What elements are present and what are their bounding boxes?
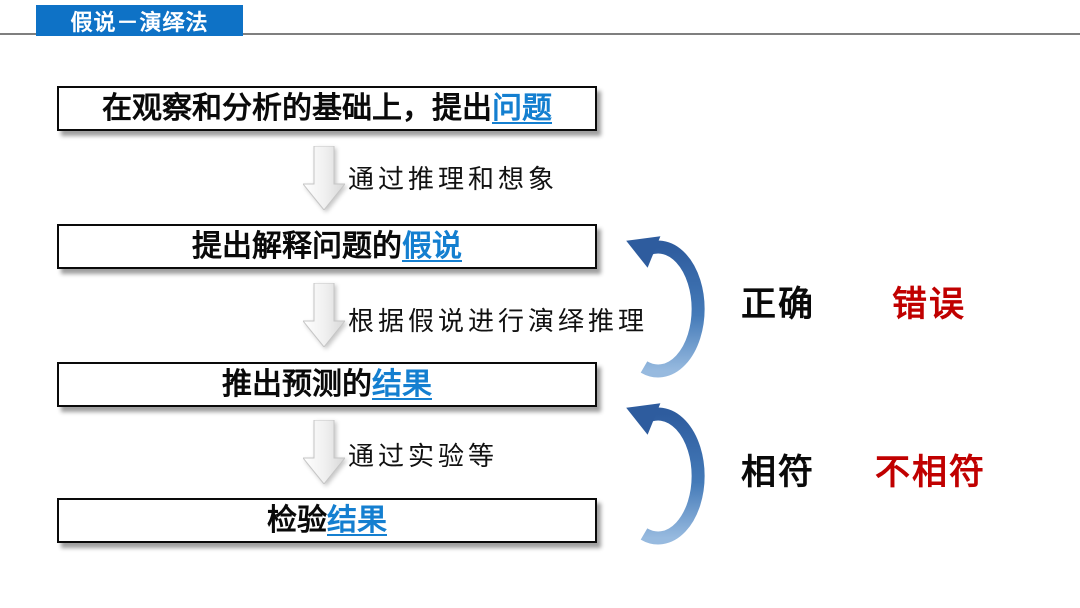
down-arrow-2-icon (303, 283, 345, 347)
outcome-match-label: 相符 (741, 453, 816, 492)
down-arrow-1-icon (303, 146, 345, 210)
outcome-wrong-label: 错误 (892, 285, 967, 324)
flow-box-verify: 检验结果 (57, 498, 597, 543)
flow-box-verify-text: 检验 (267, 503, 327, 537)
loop-arrow-1-icon (626, 236, 705, 378)
verify-link[interactable]: 结果 (327, 503, 387, 537)
prediction-link[interactable]: 结果 (372, 367, 432, 401)
hypothesis-link[interactable]: 假说 (402, 229, 462, 263)
loop-arrow-2-icon (626, 403, 705, 545)
step-note-experiment: 通过实验等 (348, 442, 499, 472)
step-note-deduction: 根据假说进行演绎推理 (348, 307, 649, 337)
page-title: 假说－演绎法 (70, 9, 209, 35)
down-arrow-3-icon (303, 420, 345, 484)
outcome-mismatch-label: 不相符 (875, 453, 987, 492)
question-link[interactable]: 问题 (492, 91, 552, 125)
flow-box-hypothesis: 提出解释问题的假说 (57, 224, 597, 269)
flow-box-prediction: 推出预测的结果 (57, 362, 597, 407)
flow-box-prediction-text: 推出预测的 (222, 367, 372, 401)
title-badge: 假说－演绎法 (36, 5, 243, 36)
header-divider (0, 33, 1080, 35)
flow-box-hypothesis-text: 提出解释问题的 (192, 229, 402, 263)
step-note-reasoning: 通过推理和想象 (348, 165, 559, 195)
outcome-correct-label: 正确 (741, 285, 816, 324)
flow-box-question-text: 在观察和分析的基础上，提出 (102, 91, 492, 125)
flow-box-question: 在观察和分析的基础上，提出问题 (57, 86, 597, 131)
